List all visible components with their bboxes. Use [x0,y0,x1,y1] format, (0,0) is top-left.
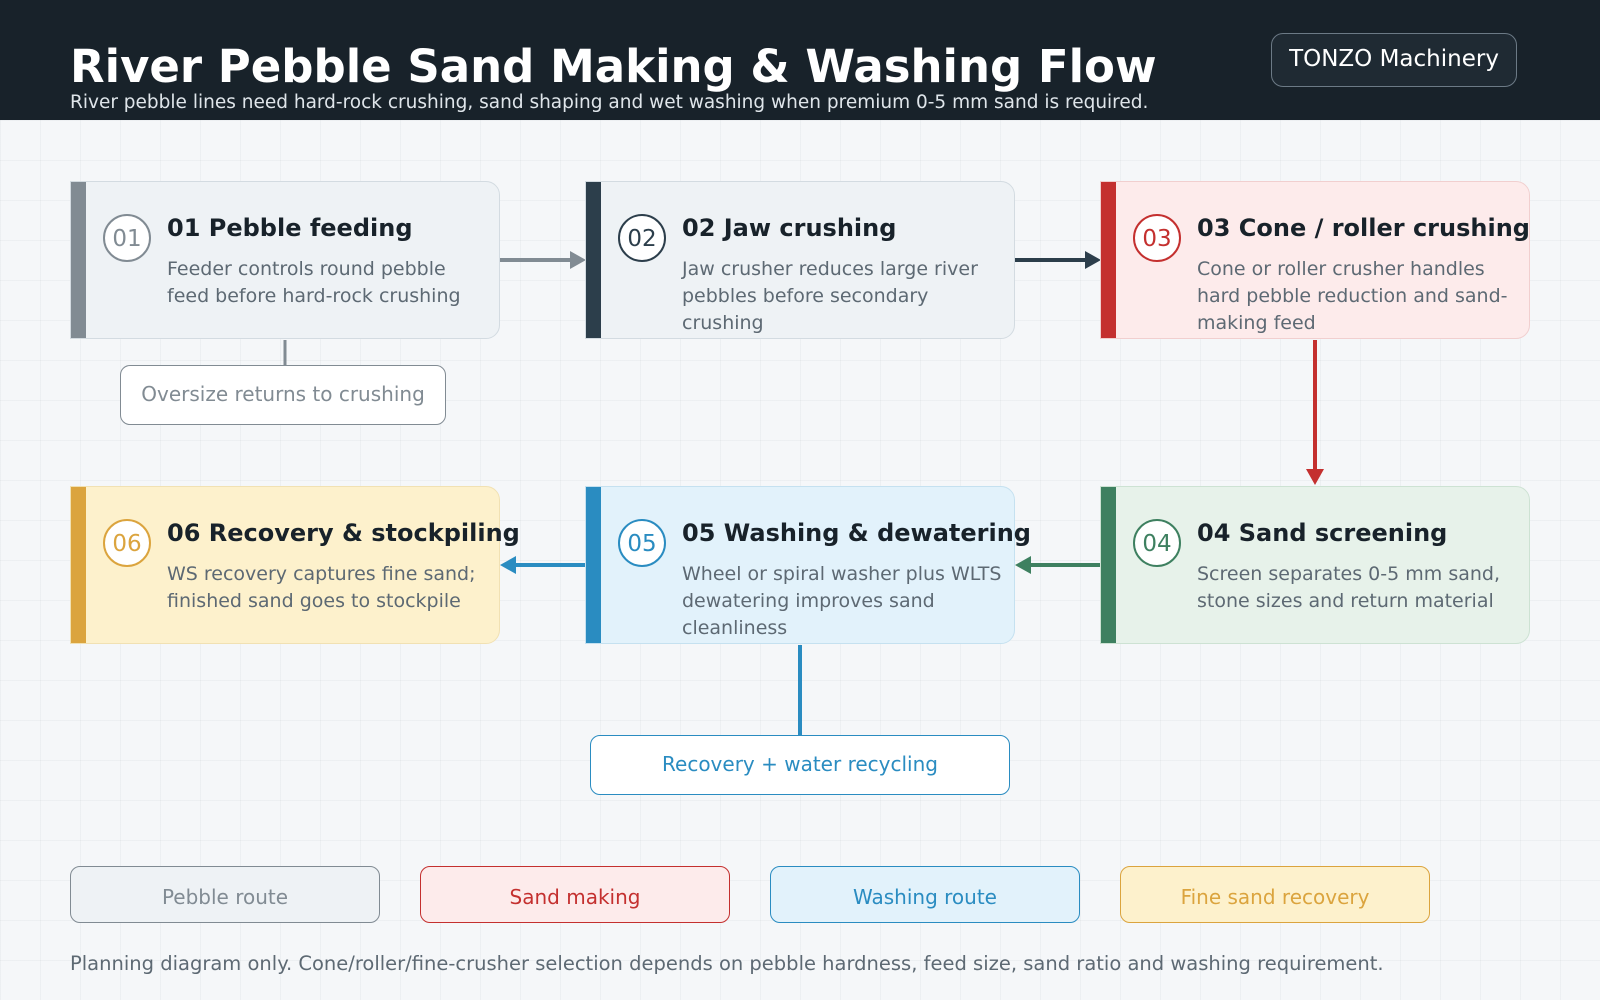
step-title: 03 Cone / roller crushing [1197,214,1530,242]
step-title: 02 Jaw crushing [682,214,897,242]
step-card-washing-dewatering: 05 05 Washing & dewatering Wheel or spir… [585,486,1031,644]
page-title: River Pebble Sand Making & Washing Flow [70,40,1157,93]
step-number-badge: 05 [618,519,666,567]
step-number-badge: 03 [1133,214,1181,262]
legend-washing-route: Washing route [770,866,1080,923]
page-subtitle: River pebble lines need hard-rock crushi… [70,92,1149,113]
header-bar: River Pebble Sand Making & Washing Flow … [0,0,1600,120]
step-card-jaw-crushing: 02 02 Jaw crushing Jaw crusher reduces l… [585,181,1015,339]
brand-badge: TONZO Machinery [1271,33,1517,87]
step-description: WS recovery captures fine sand; finished… [167,563,476,612]
step-accent-bar [71,182,86,338]
legend-sand-making: Sand making [420,866,730,923]
footer-disclaimer: Planning diagram only. Cone/roller/fine-… [70,952,1384,975]
step-accent-bar [71,487,86,643]
step-accent-bar [1101,487,1116,643]
step-accent-bar [586,487,601,643]
arrow-feeding-to-jaw [500,251,586,269]
step-number-badge: 06 [103,519,151,567]
arrow-washing-to-recovery [500,556,585,574]
arrow-jaw-to-cone [1015,251,1101,269]
step-description: Jaw crusher reduces large river pebbles … [682,258,978,334]
step-card-cone-roller-crushing: 03 03 Cone / roller crushing Cone or rol… [1100,181,1530,339]
oversize-return-note: Oversize returns to crushing [120,365,446,425]
step-description: Cone or roller crusher handles hard pebb… [1197,258,1508,334]
legend-fine-sand-recovery: Fine sand recovery [1120,866,1430,923]
step-accent-bar [1101,182,1116,338]
step-title: 01 Pebble feeding [167,214,413,242]
arrow-screening-to-washing [1015,556,1100,574]
step-accent-bar [586,182,601,338]
step-description: Screen separates 0-5 mm sand, stone size… [1197,563,1500,612]
recycling-note: Recovery + water recycling [590,735,1010,795]
step-card-sand-screening: 04 04 Sand screening Screen separates 0-… [1100,486,1530,644]
step-description: Wheel or spiral washer plus WLTS dewater… [682,563,1002,639]
step-number-badge: 02 [618,214,666,262]
arrow-cone-to-screening [1306,340,1324,485]
step-number-badge: 04 [1133,519,1181,567]
step-number-badge: 01 [103,214,151,262]
legend-pebble-route: Pebble route [70,866,380,923]
step-card-pebble-feeding: 01 01 Pebble feeding Feeder controls rou… [70,181,500,339]
step-description: Feeder controls round pebble feed before… [167,258,461,307]
step-title: 05 Washing & dewatering [682,519,1031,547]
step-title: 06 Recovery & stockpiling [167,519,520,547]
step-title: 04 Sand screening [1197,519,1448,547]
step-card-recovery-stockpiling: 06 06 Recovery & stockpiling WS recovery… [70,486,520,644]
